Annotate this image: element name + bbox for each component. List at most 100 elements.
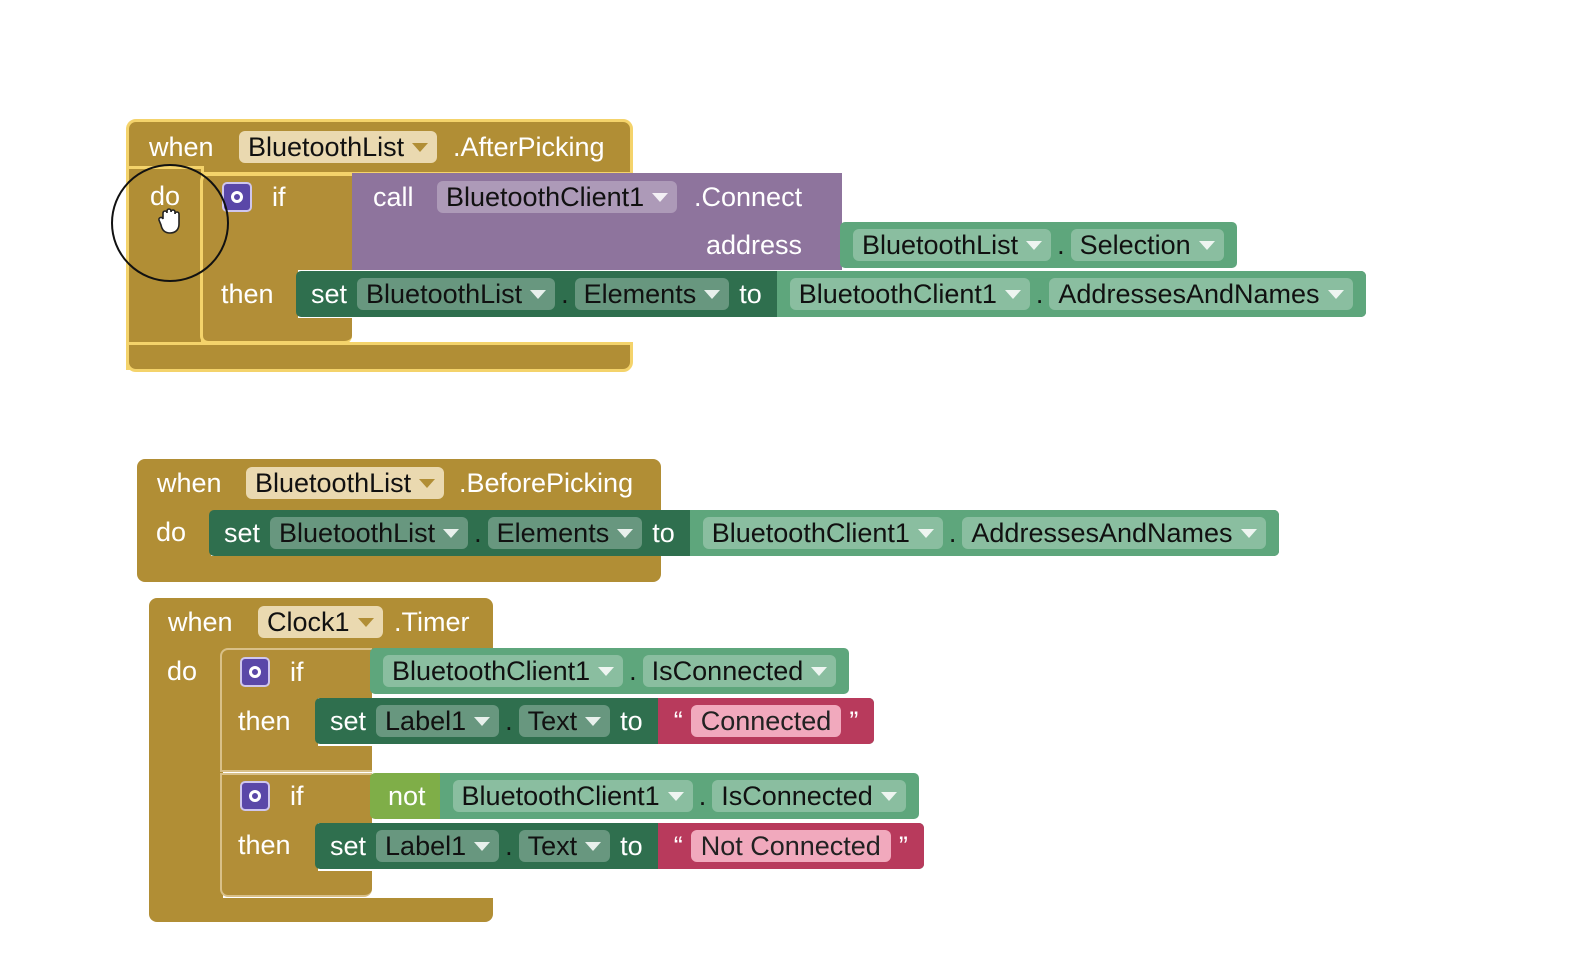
dot-separator: . bbox=[505, 705, 513, 736]
getter-component-dropdown[interactable]: BluetoothClient1 bbox=[789, 278, 1030, 310]
then-label: then bbox=[221, 279, 274, 309]
set-component-dropdown[interactable]: Label1 bbox=[376, 705, 500, 737]
dropdown-arrow-icon bbox=[474, 841, 491, 851]
getter-property-dropdown[interactable]: AddressesAndNames bbox=[962, 517, 1266, 549]
set-component-name: BluetoothList bbox=[279, 517, 436, 548]
cursor-highlight-circle bbox=[111, 164, 229, 282]
getter-component-dropdown[interactable]: BluetoothClient1 bbox=[452, 780, 693, 812]
event-body-bar bbox=[137, 505, 211, 565]
getter-property-name: IsConnected bbox=[721, 780, 873, 811]
dropdown-arrow-icon bbox=[530, 289, 547, 299]
addresses-getter-block[interactable]: BluetoothClient1 . AddressesAndNames bbox=[776, 271, 1366, 317]
set-label: set bbox=[224, 517, 261, 548]
isconnected-getter-block[interactable]: BluetoothClient1 . IsConnected bbox=[370, 648, 850, 694]
getter-property-name: AddressesAndNames bbox=[971, 517, 1233, 548]
set-property-name: Elements bbox=[583, 278, 697, 309]
set-property-dropdown[interactable]: Text bbox=[518, 705, 611, 737]
set-component-dropdown[interactable]: Label1 bbox=[376, 830, 500, 862]
if-block-then-bar bbox=[200, 268, 298, 320]
string-block[interactable]: “ Connected ” bbox=[657, 698, 875, 744]
getter-component-dropdown[interactable]: BluetoothClient1 bbox=[383, 655, 624, 687]
dot-separator: . bbox=[1035, 278, 1044, 309]
set-elements-block[interactable]: set BluetoothList . Elements to Bluetoot… bbox=[296, 271, 1366, 317]
set-property-dropdown[interactable]: Elements bbox=[487, 517, 643, 549]
when-label: when bbox=[149, 132, 214, 162]
set-label-text-block[interactable]: set Label1 . Text to “ Connected ” bbox=[315, 698, 875, 744]
call-connect-block[interactable] bbox=[352, 173, 842, 270]
if-label: if bbox=[272, 182, 286, 212]
open-quote: “ bbox=[673, 830, 683, 861]
event-name: .Timer bbox=[394, 607, 470, 637]
set-property-name: Text bbox=[527, 705, 578, 736]
gear-icon[interactable] bbox=[240, 657, 270, 687]
getter-property-dropdown[interactable]: Selection bbox=[1070, 229, 1224, 261]
component-dropdown[interactable]: BluetoothList bbox=[246, 467, 445, 499]
event-footer bbox=[149, 898, 493, 922]
if-block-2-then-bar bbox=[220, 821, 318, 873]
dropdown-arrow-icon bbox=[1327, 289, 1344, 299]
dropdown-arrow-icon bbox=[443, 528, 460, 538]
then-label: then bbox=[238, 706, 291, 736]
component-dropdown[interactable]: BluetoothList bbox=[239, 131, 438, 163]
dot-separator: . bbox=[505, 830, 513, 861]
getter-component-name: BluetoothList bbox=[862, 229, 1019, 260]
then-label: then bbox=[238, 830, 291, 860]
selection-getter-block[interactable]: BluetoothList . Selection bbox=[840, 222, 1237, 268]
string-value-field[interactable]: Not Connected bbox=[690, 830, 891, 862]
getter-component-dropdown[interactable]: BluetoothClient1 bbox=[702, 517, 943, 549]
gear-icon[interactable] bbox=[240, 781, 270, 811]
getter-property-dropdown[interactable]: IsConnected bbox=[642, 655, 837, 687]
dropdown-arrow-icon bbox=[585, 841, 602, 851]
to-label: to bbox=[739, 278, 762, 309]
dropdown-arrow-icon bbox=[598, 666, 615, 676]
event-footer bbox=[126, 342, 633, 372]
to-label: to bbox=[620, 705, 643, 736]
getter-property-dropdown[interactable]: IsConnected bbox=[712, 780, 906, 812]
if-label: if bbox=[290, 657, 304, 687]
getter-component-name: BluetoothClient1 bbox=[461, 780, 660, 811]
component-name: BluetoothList bbox=[248, 131, 405, 162]
not-block[interactable]: not BluetoothClient1 . IsConnected bbox=[370, 773, 919, 819]
set-property-dropdown[interactable]: Elements bbox=[574, 278, 730, 310]
event-name: .AfterPicking bbox=[453, 132, 605, 162]
component-name: BluetoothList bbox=[255, 467, 412, 498]
isconnected-getter-block[interactable]: BluetoothClient1 . IsConnected bbox=[439, 773, 919, 819]
dropdown-arrow-icon bbox=[704, 289, 721, 299]
set-component-dropdown[interactable]: BluetoothList bbox=[270, 517, 469, 549]
set-label: set bbox=[330, 705, 367, 736]
not-label: not bbox=[388, 780, 426, 811]
set-elements-block[interactable]: set BluetoothList . Elements to Bluetoot… bbox=[209, 510, 1279, 556]
set-component-name: BluetoothList bbox=[366, 278, 523, 309]
string-value-field[interactable]: Connected bbox=[690, 705, 842, 737]
component-dropdown[interactable]: Clock1 bbox=[258, 606, 383, 638]
set-property-dropdown[interactable]: Text bbox=[518, 830, 611, 862]
set-label-text-block[interactable]: set Label1 . Text to “ Not Connected ” bbox=[315, 823, 924, 869]
to-label: to bbox=[620, 830, 643, 861]
string-block[interactable]: “ Not Connected ” bbox=[657, 823, 924, 869]
call-method: .Connect bbox=[694, 182, 803, 212]
set-component-dropdown[interactable]: BluetoothList bbox=[357, 278, 556, 310]
open-quote: “ bbox=[673, 705, 683, 736]
when-label: when bbox=[168, 607, 233, 637]
dropdown-arrow-icon bbox=[667, 791, 684, 801]
getter-component-dropdown[interactable]: BluetoothList bbox=[853, 229, 1052, 261]
event-body-bar bbox=[149, 644, 223, 904]
dropdown-arrow-icon bbox=[1240, 528, 1257, 538]
event-name: .BeforePicking bbox=[459, 468, 634, 498]
dropdown-arrow-icon bbox=[617, 528, 634, 538]
call-label: call bbox=[373, 182, 414, 212]
dropdown-arrow-icon bbox=[357, 617, 374, 627]
getter-property-dropdown[interactable]: AddressesAndNames bbox=[1049, 278, 1353, 310]
if-block-1-then-bar bbox=[220, 696, 318, 748]
hand-cursor-icon bbox=[158, 208, 180, 234]
if-label: if bbox=[290, 781, 304, 811]
dropdown-arrow-icon bbox=[419, 478, 436, 488]
call-component-dropdown[interactable]: BluetoothClient1 bbox=[437, 181, 678, 213]
if-block-footer bbox=[200, 318, 352, 344]
set-component-name: Label1 bbox=[385, 830, 467, 861]
dot-separator: . bbox=[474, 517, 482, 548]
dot-separator: . bbox=[698, 780, 707, 811]
address-param-label: address bbox=[706, 230, 803, 260]
addresses-getter-block[interactable]: BluetoothClient1 . AddressesAndNames bbox=[689, 510, 1279, 556]
getter-component-name: BluetoothClient1 bbox=[392, 655, 591, 686]
